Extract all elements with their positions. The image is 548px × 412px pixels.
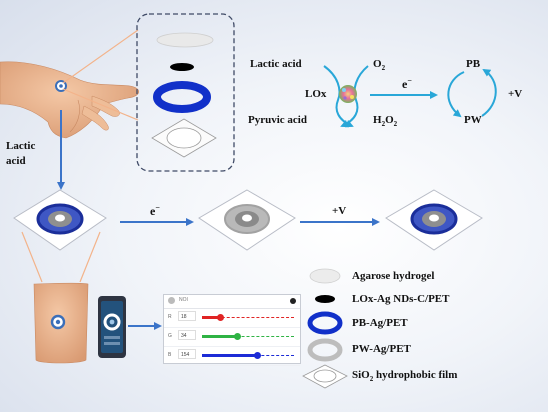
- readout-row-g: G 34: [164, 328, 300, 347]
- sensor-state-reduced: [198, 189, 296, 251]
- sio2-film-layer: [151, 118, 217, 158]
- voltage-label-cycle: +V: [508, 88, 523, 100]
- zoom-line-right: [79, 231, 101, 283]
- legend-pb-icon: [307, 311, 343, 335]
- electron-label-top: e−: [402, 76, 412, 91]
- readout-slider-fill: [202, 316, 221, 319]
- product-h2o2: H2O2: [373, 114, 398, 129]
- sensor-state-initial: [13, 189, 107, 251]
- readout-row-b: B 154: [164, 347, 300, 366]
- sensor-state-reoxidized: [385, 189, 483, 251]
- lox-enzyme-icon: [339, 85, 357, 103]
- layer-stack-box: [136, 13, 235, 172]
- app-header: NOI: [164, 295, 300, 309]
- reactant-lactic-acid: Lactic acid: [250, 58, 302, 70]
- readout-slider-knob: [233, 333, 241, 340]
- legend-sio2-label: SiO2 hydrophobic film: [352, 369, 458, 384]
- app-status-icon: [290, 298, 296, 304]
- readout-slider-knob: [217, 314, 225, 321]
- pw-label: PW: [464, 114, 482, 126]
- readout-value: 18: [178, 311, 196, 321]
- app-header-icon: [168, 297, 175, 304]
- readout-slider-fill: [202, 335, 237, 338]
- zoom-line-bottom: [62, 88, 139, 121]
- lox-ag-nds-layer: [170, 63, 194, 71]
- legend-agarose-label: Agarose hydrogel: [352, 270, 435, 282]
- legend-lox-label: LOx-Ag NDs-C/PET: [352, 293, 450, 305]
- reaction-arcs: [323, 65, 369, 128]
- hand-illustration: [0, 61, 140, 139]
- legend-pw-icon: [307, 338, 343, 362]
- legend-lox-icon: [315, 295, 335, 303]
- readout-value: 34: [178, 330, 196, 340]
- pb-label: PB: [466, 58, 481, 70]
- readout-channel-label: R: [168, 314, 172, 320]
- electron-label-flow: e−: [150, 203, 160, 218]
- readout-channel-label: G: [168, 333, 172, 339]
- smartphone: [98, 296, 126, 358]
- reactant-o2: O2: [373, 58, 386, 73]
- readout-slider-track: [202, 314, 294, 321]
- product-pyruvic-acid: Pyruvic acid: [248, 114, 307, 126]
- lactic-acid-side-label: Lactic acid: [6, 139, 35, 169]
- legend-pb-label: PB-Ag/PET: [352, 317, 408, 329]
- pb-pw-cycle: [447, 68, 497, 118]
- wearable-patch-on-hand: [55, 80, 67, 92]
- readout-slider-knob: [254, 352, 262, 359]
- readout-slider-track: [202, 352, 294, 359]
- pb-ag-pet-layer: [153, 81, 211, 113]
- voltage-label-flow: +V: [332, 205, 347, 217]
- wearable-patch-on-forearm: [50, 314, 66, 330]
- legend-pw-label: PW-Ag/PET: [352, 343, 411, 355]
- lactic-label-line2: acid: [6, 155, 26, 167]
- readout-channel-label: B: [168, 352, 172, 358]
- legend-agarose-icon: [309, 268, 341, 284]
- readout-slider-fill: [202, 354, 258, 357]
- legend-sio2-icon: [302, 364, 348, 389]
- enzyme-lox-label: LOx: [305, 88, 327, 100]
- readout-value: 154: [178, 349, 196, 359]
- zoom-line-top: [62, 29, 139, 84]
- readout-row-r: R 18: [164, 309, 300, 328]
- agarose-hydrogel-layer: [156, 32, 214, 48]
- readout-slider-track: [202, 333, 294, 340]
- app-header-title: NOI: [179, 297, 188, 303]
- lactic-label-line1: Lactic: [6, 140, 36, 152]
- zoom-line-left: [21, 231, 43, 283]
